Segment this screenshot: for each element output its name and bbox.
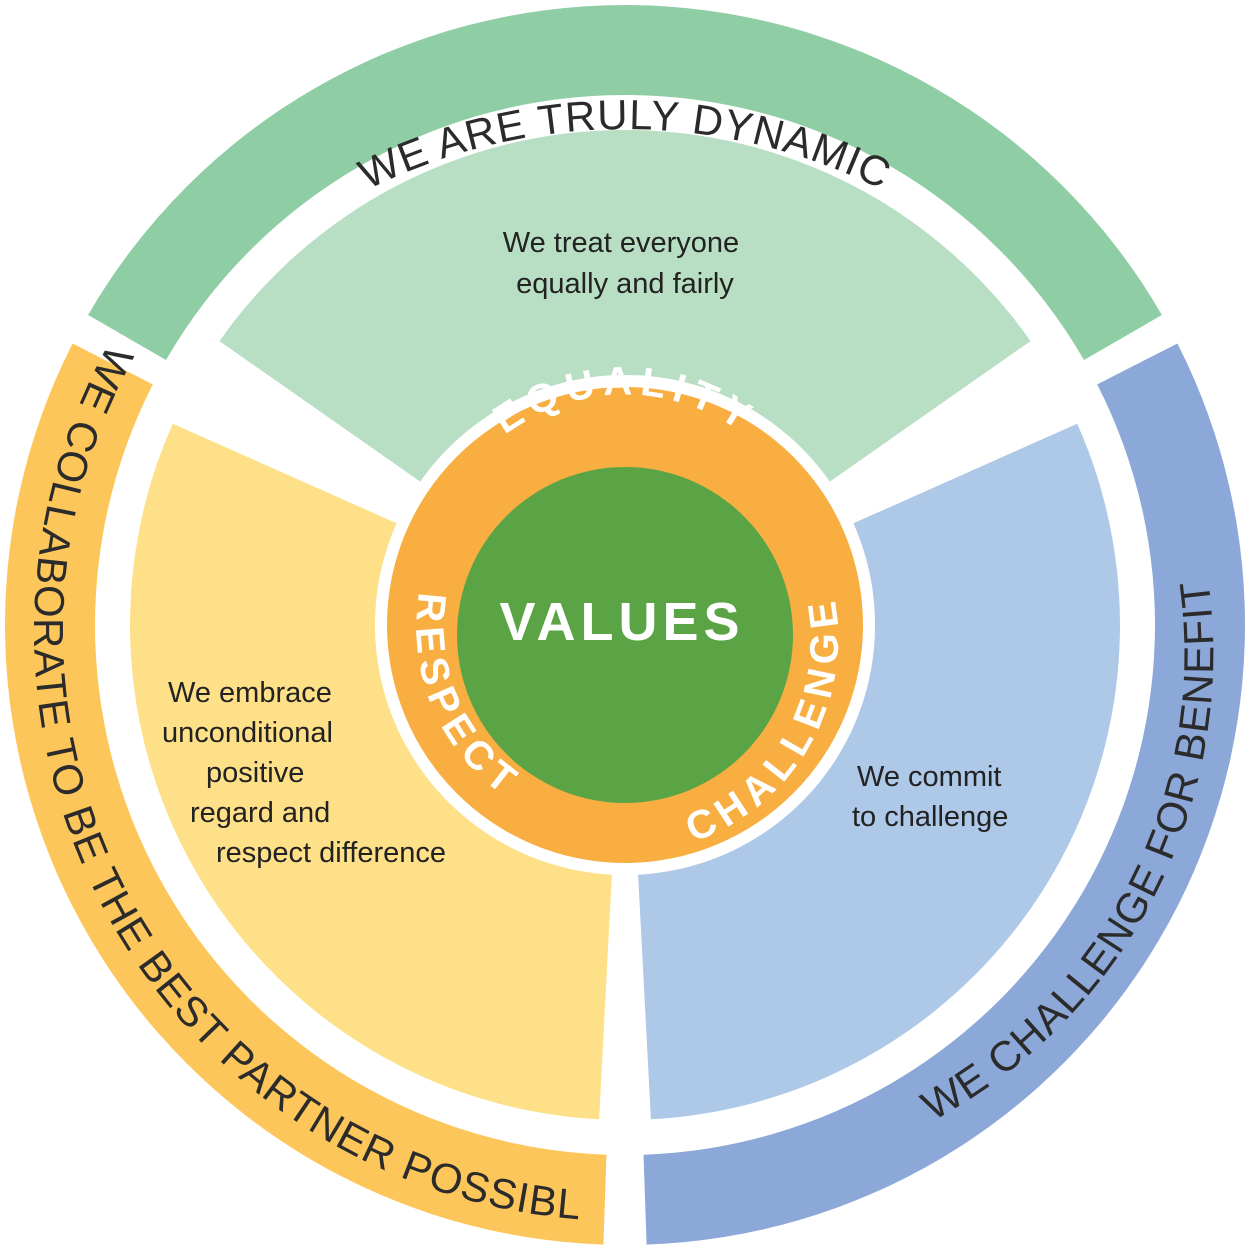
- inner-text-right: We commit to challenge: [852, 761, 1010, 833]
- inner-text-top: We treat everyone equally and fairly: [503, 227, 747, 300]
- inner-text-left-line-4: regard and: [190, 797, 330, 829]
- outer-band-left: [5, 343, 607, 1245]
- inner-segment-top: [219, 129, 1031, 482]
- center-label: VALUES: [499, 592, 744, 652]
- inner-text-left-line-2: unconditional: [162, 717, 333, 749]
- inner-segment-right: [638, 423, 1120, 1120]
- inner-text-top-line-1: We treat everyone: [503, 227, 739, 259]
- inner-text-left: We embrace unconditional positive regard…: [162, 677, 446, 869]
- inner-text-left-line-3: positive: [206, 757, 304, 789]
- center-circle: [457, 467, 793, 803]
- outer-band-right: [643, 343, 1245, 1245]
- inner-text-top-line-2: equally and fairly: [516, 268, 734, 300]
- inner-text-left-line-5: respect difference: [216, 837, 446, 869]
- inner-segment-left: [130, 423, 612, 1120]
- inner-text-right-line-1: We commit: [857, 761, 1001, 793]
- inner-text-right-line-2: to challenge: [852, 801, 1008, 833]
- outer-band-top: [88, 5, 1162, 360]
- inner-text-left-line-1: We embrace: [168, 677, 332, 709]
